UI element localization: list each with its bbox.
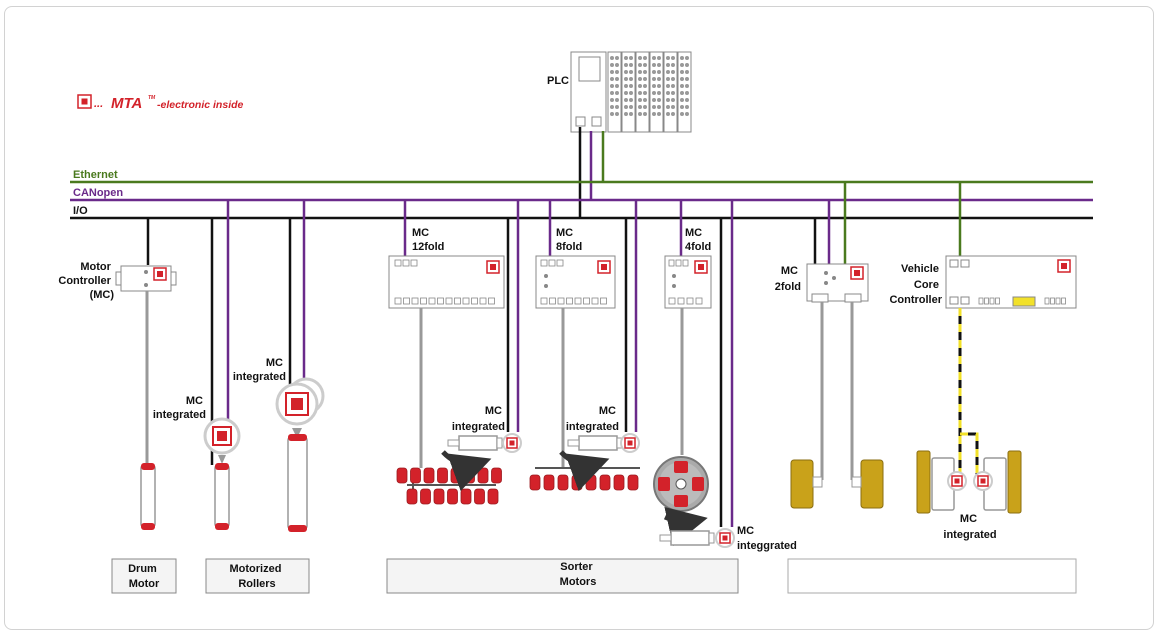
mc-integrated-sorter3-label: MC integgrated [737,525,797,552]
mc-2fold-label: MC 2fold [775,265,801,293]
mc-integrated-vehicle-label: MC integrated [943,513,996,541]
mc-4fold-label: MC 4fold [685,227,711,253]
category-vehicles [787,558,1077,594]
canopen-label: CANopen [73,187,123,199]
plc-device: PLC [547,51,692,133]
svg-text:Drum Motor: Drum Motor [128,563,160,590]
mc-12fold-label: MC 12fold [412,227,444,253]
motorized-roller-1: MC integrated [153,200,241,530]
vehicle-wheel [860,459,884,509]
sorter-roller-array-12 [396,467,502,505]
logo-trademark: TM [148,95,156,101]
mc-12fold-section: MC 12fold MC integrated [388,200,522,505]
logo-dots: ... [94,98,103,110]
io-label: I/O [73,205,88,217]
drum-motor-section: Motor Controller (MC) [58,218,177,530]
category-motorized-rollers: Motorized Rollers [205,558,310,594]
mc-integrated-sorter1-label: MC integrated [452,405,505,433]
svg-text:Sorter Motors: Sorter Motors [560,561,597,588]
sorter-roller-array-8 [529,467,640,491]
mc-2fold-section: MC 2fold [775,182,884,509]
logo-brand: MTA [111,95,142,112]
vehicle-core-controller-section: Vehicle Core Controller MC integrated [889,182,1077,541]
motor-controller-label: Motor Controller (MC) [58,261,114,301]
mc-integrated-roller1-label: MC integrated [153,395,206,421]
ethernet-label: Ethernet [73,169,118,181]
mc-8fold-section: MC 8fold MC integrated [529,200,640,492]
category-drum-motor: Drum Motor [111,558,177,594]
drum-motor-roller [140,464,156,528]
vehicle-core-controller-label: Vehicle Core Controller [889,263,942,306]
svg-text:Motorized Rollers: Motorized Rollers [229,563,284,590]
mc-4fold-section: MC 4fold MC integgrated [653,200,797,552]
mc-integrated-sorter2-label: MC integrated [566,405,619,433]
logo-tagline: -electronic inside [157,99,244,111]
plc-label: PLC [547,75,569,87]
vehicle-wheel [790,459,814,509]
mc-8fold-label: MC 8fold [556,227,582,253]
mta-logo: ... MTA TM -electronic inside [77,94,244,112]
category-sorter-motors: Sorter Motors [386,558,739,594]
motorized-roller-2: MC integrated [233,200,325,532]
mc-integrated-roller2-label: MC integrated [233,357,286,383]
